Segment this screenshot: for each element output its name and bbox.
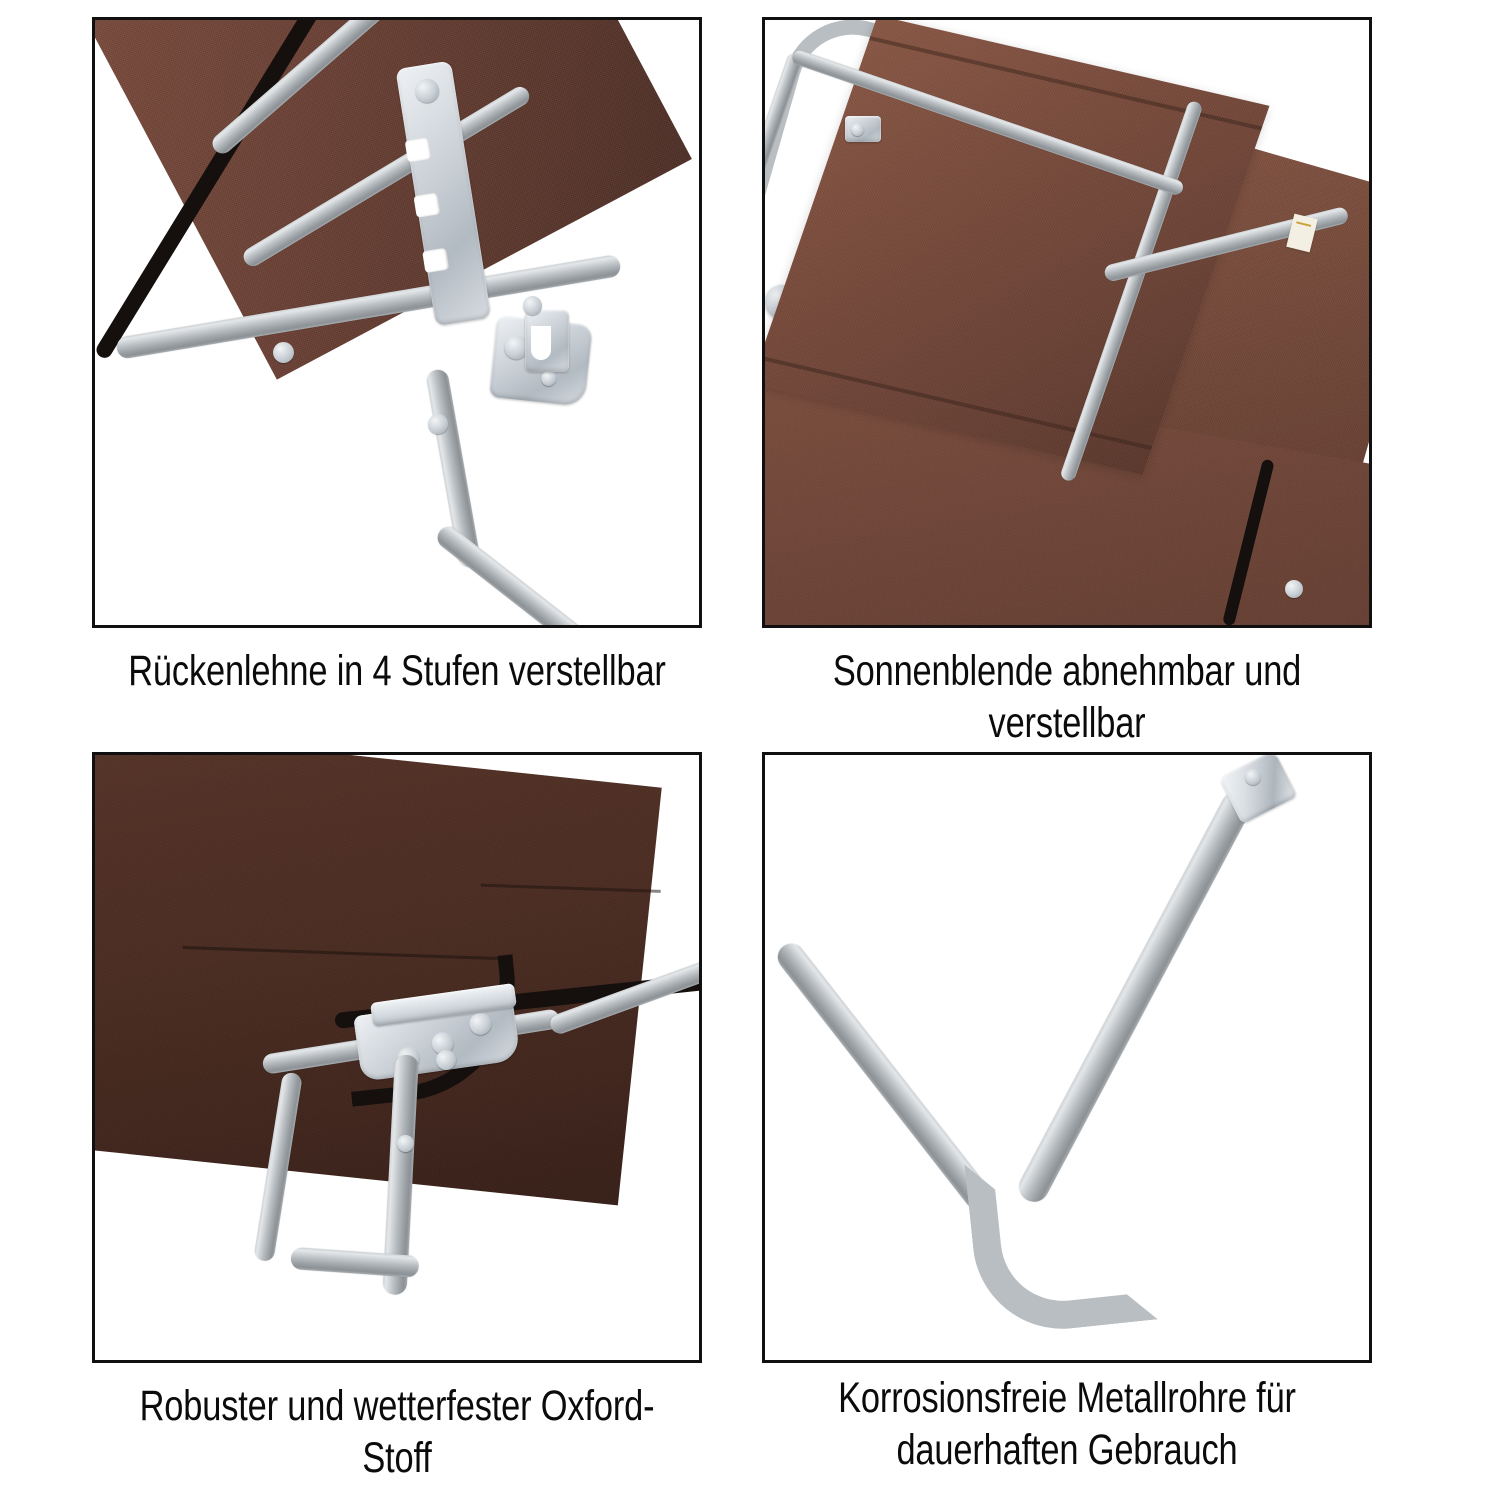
product-photo-tubes: [762, 752, 1372, 1363]
photo-stage: [95, 20, 699, 625]
feature-panel-backrest: Rückenlehne in 4 Stufen verstellbar: [92, 17, 702, 717]
adjustment-notch: [404, 137, 432, 163]
metal-tube-elbow-bend: [964, 1146, 1158, 1338]
product-photo-fabric: [92, 752, 702, 1363]
frame-tube-foot: [433, 522, 605, 625]
feature-panel-fabric: Robuster und wetterfester Oxford-Stoff: [92, 752, 702, 1482]
photo-stage: [95, 755, 699, 1360]
panel-caption-tubes: Korrosionsfreie Metallrohre für dauerhaf…: [838, 1374, 1296, 1474]
photo-stage: [765, 20, 1369, 625]
adjustment-notch: [413, 192, 441, 218]
frame-rivet: [1285, 580, 1303, 598]
feature-panel-sunshade: Sonnenblende abnehmbar und verstellbar: [762, 17, 1372, 747]
clip-rivet: [851, 123, 864, 136]
locking-hook: [525, 310, 569, 372]
crossbar-rivet: [273, 342, 294, 363]
leg-screw: [397, 1135, 414, 1152]
bracket-rivet: [468, 1011, 493, 1037]
metal-tube-left-arm: [772, 938, 997, 1215]
adjustment-notch: [422, 247, 450, 274]
panel-caption-fabric: Robuster und wetterfester Oxford-Stoff: [139, 1382, 655, 1482]
sunshade-clip: [845, 116, 881, 142]
hook-slot: [531, 326, 551, 360]
ferrule-screw: [1245, 769, 1261, 785]
photo-stage: [765, 755, 1369, 1360]
feature-panel-tubes: Korrosionsfreie Metallrohre für dauerhaf…: [762, 752, 1372, 1474]
crossbar-rivet: [523, 296, 542, 315]
canopy-hem-top: [869, 36, 1263, 131]
hub-rivet: [540, 370, 557, 387]
metal-tube-right-arm: [1013, 786, 1257, 1208]
product-photo-backrest: [92, 17, 702, 628]
plate-rivet: [413, 76, 441, 105]
panel-caption-sunshade: Sonnenblende abnehmbar und verstellbar: [832, 647, 1302, 747]
bracket-rivet: [434, 1048, 458, 1072]
leg-screw: [428, 414, 448, 434]
fabric-seam: [480, 883, 661, 893]
product-photo-sunshade: [762, 17, 1372, 628]
backrest-fabric: [95, 20, 692, 380]
panel-caption-backrest: Rückenlehne in 4 Stufen verstellbar: [128, 647, 666, 695]
